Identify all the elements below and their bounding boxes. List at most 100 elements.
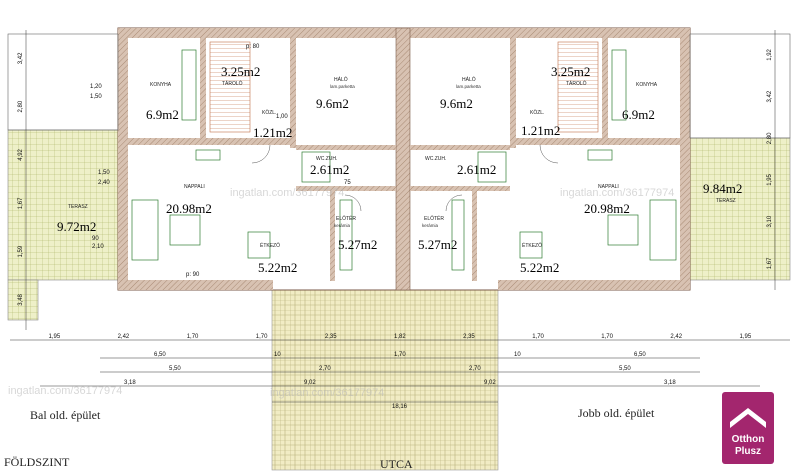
dim-row1-7: 1,70 bbox=[532, 334, 544, 340]
sink-left bbox=[195, 149, 221, 161]
area-storage-left: 3.25m2 bbox=[221, 64, 260, 79]
dim-row1-0: 1,95 bbox=[49, 334, 61, 340]
watermark-center-left: ingatlan.com/36177974 bbox=[230, 187, 344, 199]
wall-storage-bedroom-left bbox=[290, 38, 296, 148]
room-name-wc-left: WC.ZUH. bbox=[316, 156, 337, 162]
dim-right-0: 1,92 bbox=[767, 48, 773, 60]
wall-wc-bottom-right bbox=[410, 186, 510, 191]
kitchen-counter-right bbox=[611, 49, 627, 121]
room-name-hall-right: KÖZL. bbox=[530, 109, 544, 116]
area-dining-left: 5.22m2 bbox=[258, 260, 297, 275]
mark-10: 75 bbox=[344, 180, 351, 186]
floor-bedroom-right: lam.parketta bbox=[456, 84, 481, 89]
dim-row1-6: 2,35 bbox=[463, 334, 475, 340]
sink-right bbox=[587, 149, 613, 161]
room-name-dining-right: ÉTKEZŐ bbox=[522, 242, 542, 249]
mark-8: p: 80 bbox=[246, 44, 260, 50]
dim-left-2: 4,92 bbox=[18, 148, 24, 160]
room-name-terrace-left: TERASZ bbox=[68, 204, 88, 210]
dim-row1-5: 1,82 bbox=[394, 334, 406, 340]
wall-left bbox=[118, 28, 128, 290]
dim-row1-8: 1,70 bbox=[601, 334, 613, 340]
room-name-hall-left: KÖZL. bbox=[262, 109, 276, 116]
stairs-right bbox=[557, 41, 599, 133]
dim-row2-3: 10 bbox=[514, 352, 521, 358]
dim-left-0: 3,42 bbox=[18, 52, 24, 64]
wall-right bbox=[680, 28, 690, 290]
wall-wc-left bbox=[296, 145, 396, 150]
terrace-left-strip bbox=[7, 279, 39, 321]
dimension-right-side: 1,923,422,801,953,101,67 bbox=[767, 48, 773, 269]
dim-row3-1: 2,70 bbox=[319, 366, 331, 372]
terrace-left bbox=[7, 129, 119, 281]
area-kitchen-right: 6.9m2 bbox=[622, 107, 655, 122]
mark-3: 1,50 bbox=[98, 170, 110, 176]
room-name-kitchen-left: KONYHA bbox=[150, 82, 172, 88]
room-name-storage-right: TÁROLÓ bbox=[566, 80, 587, 87]
label-ground-floor: FÖLDSZINT bbox=[4, 455, 70, 469]
room-name-living-left: NAPPALI bbox=[184, 184, 205, 190]
dim-right-4: 3,10 bbox=[767, 215, 773, 227]
dim-row3-0: 5,50 bbox=[169, 366, 181, 372]
area-kitchen-left: 6.9m2 bbox=[146, 107, 179, 122]
watermark-bottom-left: ingatlan.com/36177974 bbox=[8, 385, 122, 397]
sofa-left bbox=[131, 199, 159, 261]
dim-row4-3: 3,18 bbox=[664, 380, 676, 386]
dim-row2-1: 10 bbox=[274, 352, 281, 358]
dim-right-1: 3,42 bbox=[767, 90, 773, 102]
mark-5: 90 bbox=[92, 236, 99, 242]
terrace-right bbox=[689, 137, 791, 281]
dim-row3-3: 5,50 bbox=[619, 366, 631, 372]
mark-9: 1,00 bbox=[276, 114, 288, 120]
area-bedroom-left: 9.6m2 bbox=[316, 96, 349, 111]
wall-wc-bottom-left bbox=[296, 186, 396, 191]
mark-4: 2,40 bbox=[98, 180, 110, 186]
mark-2: 1,50 bbox=[90, 94, 102, 100]
left-annex-frame bbox=[7, 33, 119, 131]
room-name-terrace-right: TERASZ bbox=[716, 198, 736, 204]
dining-table-left bbox=[247, 231, 271, 259]
dim-row1-2: 1,70 bbox=[187, 334, 199, 340]
dim-row4-2: 9,02 bbox=[484, 380, 496, 386]
room-name-entry-right: ELŐTÉR bbox=[424, 215, 444, 222]
svg-text:Otthon: Otthon bbox=[732, 434, 765, 445]
wall-entry-left bbox=[330, 191, 335, 281]
area-bedroom-right: 9.6m2 bbox=[440, 96, 473, 111]
dim-left-5: 3,48 bbox=[18, 293, 24, 305]
dim-right-3: 1,95 bbox=[767, 173, 773, 185]
label-street: UTCA bbox=[380, 457, 413, 471]
watermark-center-right: ingatlan.com/36177974 bbox=[560, 187, 674, 199]
area-entry-right: 5.27m2 bbox=[418, 237, 457, 252]
room-name-living-right: NAPPALI bbox=[598, 184, 619, 190]
wall-bottom-left bbox=[118, 280, 273, 290]
room-name-kitchen-right: KONYHA bbox=[636, 82, 658, 88]
dining-table-right bbox=[519, 231, 543, 259]
dim-left-1: 2,80 bbox=[18, 100, 24, 112]
mark-7: p: 90 bbox=[186, 272, 200, 278]
dim-row1-1: 2,42 bbox=[118, 334, 130, 340]
room-name-bedroom-right: HÁLÓ bbox=[462, 76, 476, 83]
wall-mid-right bbox=[510, 138, 690, 145]
dim-row1-4: 2,35 bbox=[325, 334, 337, 340]
right-annex-frame bbox=[689, 33, 791, 139]
area-living-left: 20.98m2 bbox=[166, 201, 212, 216]
area-storage-right: 3.25m2 bbox=[551, 64, 590, 79]
wardrobe-left bbox=[339, 199, 353, 271]
wall-center bbox=[395, 27, 411, 291]
area-wc-right: 2.61m2 bbox=[457, 162, 496, 177]
mark-6: 2,10 bbox=[92, 244, 104, 250]
dim-left-3: 1,67 bbox=[18, 197, 24, 209]
room-name-storage-left: TÁROLÓ bbox=[222, 80, 243, 87]
dim-right-2: 2,80 bbox=[767, 132, 773, 144]
area-entry-left: 5.27m2 bbox=[338, 237, 377, 252]
label-right-building: Jobb old. épület bbox=[578, 406, 655, 420]
otthon-plusz-logo-icon: Otthon Plusz bbox=[722, 392, 774, 464]
dimension-left-side: 3,422,804,921,671,593,48 bbox=[18, 52, 24, 306]
dim-row4-0: 3,18 bbox=[124, 380, 136, 386]
room-name-bedroom-left: HÁLÓ bbox=[334, 76, 348, 83]
